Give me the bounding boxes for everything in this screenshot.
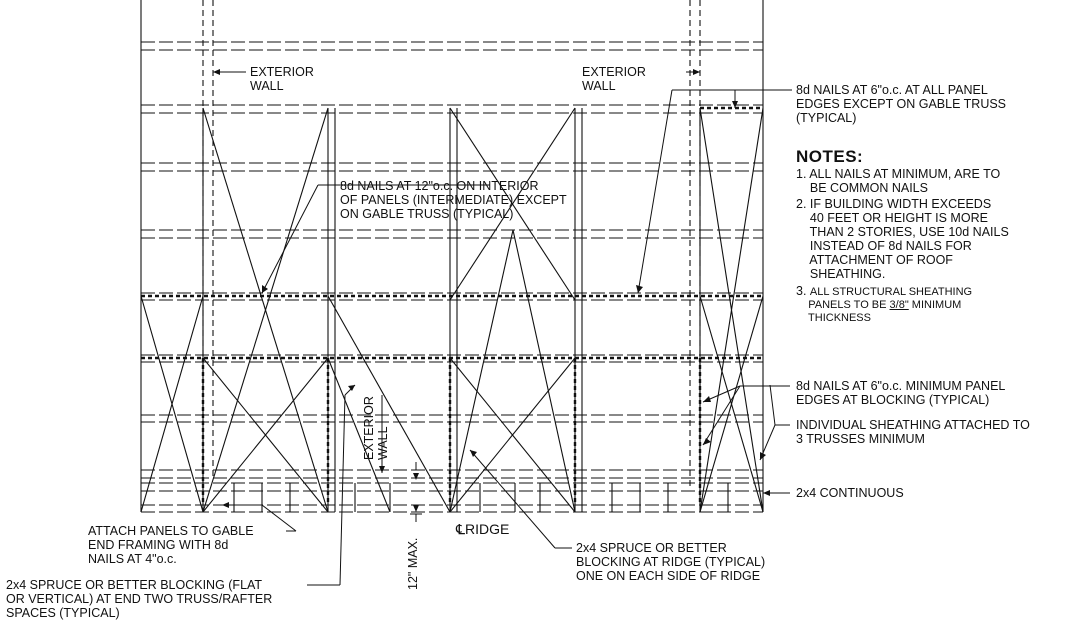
panel-edge-bold	[141, 106, 763, 505]
leader-lines	[213, 71, 792, 586]
outer-frame	[140, 0, 764, 512]
note-3: 3. ALL STRUCTURAL SHEATHING PANELS TO BE…	[796, 285, 1056, 325]
individual-sheathing-label: INDIVIDUAL SHEATHING ATTACHED TO 3 TRUSS…	[796, 418, 1030, 446]
attach-panels-label: ATTACH PANELS TO GABLE END FRAMING WITH …	[88, 524, 254, 566]
truss-verticals	[202, 108, 701, 512]
ridge-text: RIDGE	[465, 521, 510, 537]
note-1: 1. ALL NAILS AT MINIMUM, ARE TO BE COMMO…	[796, 167, 1001, 195]
note-2: 2. IF BUILDING WIDTH EXCEEDS 40 FEET OR …	[796, 197, 1009, 281]
continuous-label: 2x4 CONTINUOUS	[796, 486, 904, 500]
exterior-wall-label-center: EXTERIOR WALL	[362, 396, 390, 460]
notes-block: NOTES: 1. ALL NAILS AT MINIMUM, ARE TO B…	[796, 147, 1056, 325]
nails-blocking-label: 8d NAILS AT 6"o.c. MINIMUM PANEL EDGES A…	[796, 379, 1006, 407]
diagonal-bracing	[140, 107, 764, 513]
note-3-prefix: 3.	[796, 284, 810, 298]
centerline-icon: ℄	[456, 521, 465, 537]
note-3-text-a: ALL STRUCTURAL SHEATHING PANELS TO BE	[808, 286, 973, 311]
blocking-ticks	[233, 483, 729, 512]
nails-interior-label: 8d NAILS AT 12"o.c. ON INTERIOR OF PANEL…	[340, 179, 567, 221]
notes-title: NOTES:	[796, 147, 864, 166]
note-3-fraction: 3/8"	[889, 299, 909, 311]
note-3-text-b: MINIMUM THICKNESS	[808, 299, 962, 324]
exterior-wall-label-left: EXTERIOR WALL	[250, 65, 314, 93]
ridge-label: ℄RIDGE	[456, 522, 509, 536]
end-blocking-label: 2x4 SPRUCE OR BETTER BLOCKING (FLAT OR V…	[6, 578, 273, 620]
nails-edges-label: 8d NAILS AT 6"o.c. AT ALL PANEL EDGES EX…	[796, 83, 1007, 125]
horizontal-panel-lines	[141, 41, 763, 513]
max-spacing-label: 12" MAX.	[406, 537, 420, 590]
ridge-blocking-label: 2x4 SPRUCE OR BETTER BLOCKING AT RIDGE (…	[576, 541, 766, 583]
exterior-wall-label-right: EXTERIOR WALL	[582, 65, 646, 93]
arrowheads	[213, 69, 770, 512]
